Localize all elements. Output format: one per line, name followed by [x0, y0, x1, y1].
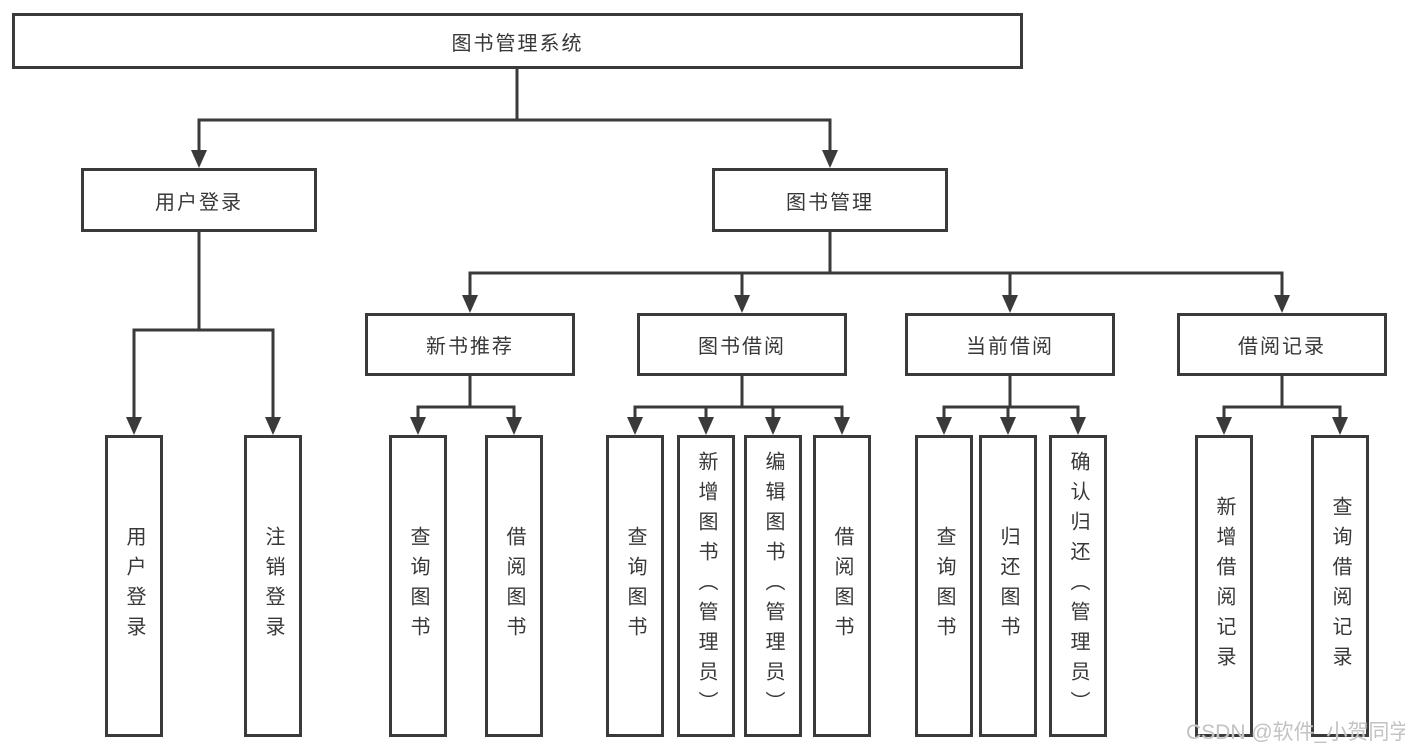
leaf-user-login: 用户登录 [105, 435, 163, 737]
node-label: 当前借阅 [966, 336, 1054, 358]
leaf-query-books: 查询图书 [389, 435, 447, 737]
leaf-logout: 注销登录 [244, 435, 302, 737]
node-label: 借阅图书 [831, 526, 853, 646]
node-book-borrowing: 图书借阅 [637, 313, 847, 376]
node-root-library-system: 图书管理系统 [12, 13, 1023, 69]
node-label: 借阅记录 [1238, 336, 1326, 358]
node-label: 新增借阅记录 [1213, 496, 1235, 676]
node-label: 图书管理 [786, 191, 874, 214]
arrowheads [126, 150, 1348, 435]
csdn-watermark: CSDN @软件_小贺同学 [1186, 721, 1405, 744]
node-label: 用户登录 [155, 191, 243, 214]
node-new-book-recommend: 新书推荐 [365, 313, 575, 376]
node-label: 图书管理系统 [451, 32, 584, 55]
node-book-management: 图书管理 [712, 168, 948, 232]
node-label: 用户登录 [123, 526, 145, 646]
node-label: 查询图书 [624, 526, 646, 646]
leaf-return-books: 归还图书 [979, 435, 1037, 737]
leaf-borrow-books: 借阅图书 [485, 435, 543, 737]
node-label: 查询图书 [933, 526, 955, 646]
node-current-borrowing: 当前借阅 [905, 313, 1115, 376]
node-label: 确认归还（管理员） [1067, 451, 1089, 721]
node-label: 编辑图书（管理员） [762, 451, 784, 721]
leaf-edit-books-admin: 编辑图书（管理员） [744, 435, 802, 737]
node-label: 注销登录 [262, 526, 284, 646]
node-user-login: 用户登录 [81, 168, 317, 232]
node-label: 借阅图书 [503, 526, 525, 646]
node-label: 新书推荐 [426, 336, 514, 358]
leaf-query-borrow-record: 查询借阅记录 [1311, 435, 1369, 737]
leaf-confirm-return-admin: 确认归还（管理员） [1049, 435, 1107, 737]
node-borrowing-records: 借阅记录 [1177, 313, 1387, 376]
leaf-add-books-admin: 新增图书（管理员） [677, 435, 735, 737]
leaf-query-books: 查询图书 [915, 435, 973, 737]
leaf-query-books: 查询图书 [606, 435, 664, 737]
leaf-borrow-books: 借阅图书 [813, 435, 871, 737]
leaf-add-borrow-record: 新增借阅记录 [1195, 435, 1253, 737]
node-label: 查询图书 [407, 526, 429, 646]
node-label: 归还图书 [997, 526, 1019, 646]
node-label: 查询借阅记录 [1329, 496, 1351, 676]
node-label: 新增图书（管理员） [695, 451, 717, 721]
node-label: 图书借阅 [698, 336, 786, 358]
